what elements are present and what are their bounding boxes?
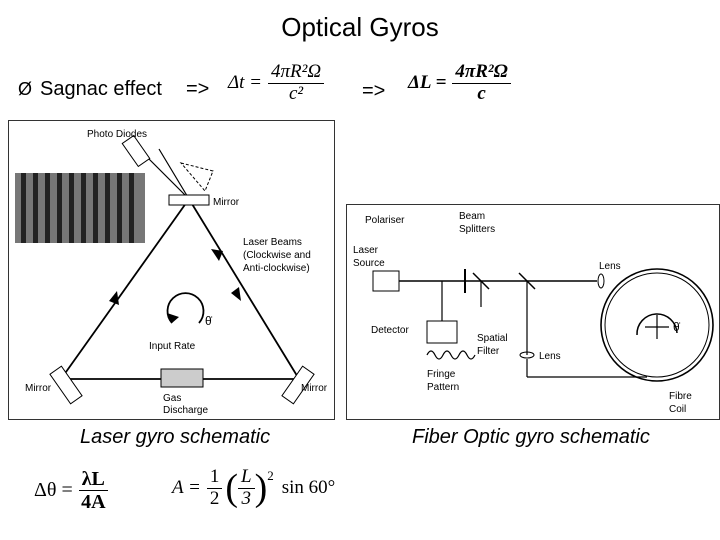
rotation-arrow <box>166 292 205 324</box>
delta-theta-denominator: 4A <box>81 491 106 513</box>
laser-label: Laser <box>353 245 379 256</box>
gas-label: Gas <box>163 393 181 404</box>
filter-label: Filter <box>477 346 500 357</box>
fibre-label: Fibre <box>669 391 692 402</box>
area-half-fraction: 1 2 <box>206 466 223 510</box>
laser-gyro-caption: Laser gyro schematic <box>80 426 271 448</box>
detector-label: Detector <box>371 325 409 336</box>
fringe-stripes <box>21 173 134 243</box>
sagnac-label: Sagnac effect <box>40 78 162 100</box>
right-mirror-label: Mirror <box>301 383 328 394</box>
laser-beams-label-2: (Clockwise and <box>243 250 311 261</box>
input-rate-label: Input Rate <box>149 341 196 352</box>
delta-t-fraction: 4πR²Ω c² <box>268 61 325 105</box>
laser-gyro-svg: Photo Diodes Mirror Laser Beams (Clockwi… <box>15 129 328 416</box>
area-paren-fraction: L 3 <box>238 466 255 510</box>
area-lhs: A = <box>172 477 201 498</box>
delta-t-lhs: Δt = <box>228 72 263 94</box>
coil-theta-dot-label: θ̇ <box>673 320 681 334</box>
delta-l-fraction: 4πR²Ω c <box>452 61 511 105</box>
implies-symbol-2: => <box>362 80 386 102</box>
laser-gyro-diagram: Photo Diodes Mirror Laser Beams (Clockwi… <box>8 120 335 420</box>
pattern-label: Pattern <box>427 382 459 393</box>
area-tail: sin 60° <box>281 477 336 498</box>
implies-symbol-1: => <box>185 78 210 100</box>
fringe-wave <box>426 350 476 360</box>
photo-diodes-label: Photo Diodes <box>87 129 147 140</box>
left-mirror <box>49 365 83 405</box>
delta-l-equation: ΔL = 4πR²Ω c <box>408 61 511 105</box>
fiber-gyro-svg: Polariser Beam Splitters Laser Source Le… <box>353 211 714 415</box>
lens-bottom-label: Lens <box>539 351 561 362</box>
delta-l-denominator: c <box>477 82 486 104</box>
fringe-label: Fringe <box>427 369 456 380</box>
sagnac-bullet: Ø Sagnac effect => <box>18 78 209 101</box>
delta-t-numerator: 4πR²Ω <box>268 61 325 84</box>
splitters-label: Splitters <box>459 224 495 235</box>
laser-source-box <box>372 270 400 292</box>
top-mirror <box>168 194 210 206</box>
left-mirror-label: Mirror <box>25 383 52 394</box>
gas-discharge-tube <box>160 368 204 388</box>
delta-t-equation: Δt = 4πR²Ω c² <box>228 61 325 105</box>
area-exponent: 2 <box>267 468 274 483</box>
top-mirror-label: Mirror <box>213 197 240 208</box>
delta-theta-fraction: λL 4A <box>78 468 108 513</box>
photo-diode <box>121 134 151 168</box>
slide-title: Optical Gyros <box>281 12 439 42</box>
laser-beams-label-1: Laser Beams <box>243 237 302 248</box>
beam-label: Beam <box>459 211 485 222</box>
area-paren-den: 3 <box>241 487 252 509</box>
bullet-arrow-icon: Ø <box>18 79 33 99</box>
spatial-label: Spatial <box>477 333 508 344</box>
area-equation: A = 1 2 ( L 3 ) 2 sin 60° <box>172 466 335 510</box>
source-label: Source <box>353 258 385 269</box>
fibre-coil <box>600 268 714 382</box>
discharge-label: Discharge <box>163 405 208 416</box>
beam-to-diodes-2 <box>158 148 190 200</box>
detector-box <box>426 320 458 344</box>
area-half-den: 2 <box>209 487 220 509</box>
laser-beams-label-3: Anti-clockwise) <box>243 263 310 274</box>
area-half-num: 1 <box>206 466 223 489</box>
coil-label: Coil <box>669 404 686 415</box>
delta-theta-numerator: λL <box>78 468 108 491</box>
fiber-gyro-diagram: Polariser Beam Splitters Laser Source Le… <box>346 204 720 420</box>
delta-theta-lhs: Δθ = <box>34 479 73 501</box>
right-mirror <box>281 365 315 405</box>
area-paren-num: L <box>238 466 255 489</box>
lens-bottom <box>519 351 535 359</box>
delta-l-lhs: ΔL = <box>408 72 447 94</box>
area-open-paren: ( <box>225 467 238 509</box>
theta-dot-label: θ̇ <box>205 314 213 328</box>
lens-top-label: Lens <box>599 261 621 272</box>
prism <box>179 162 214 192</box>
fiber-gyro-caption: Fiber Optic gyro schematic <box>412 426 650 448</box>
delta-t-denominator: c² <box>288 82 304 104</box>
area-close-paren: ) <box>254 467 268 509</box>
polariser-label: Polariser <box>365 215 405 226</box>
delta-theta-equation: Δθ = λL 4A <box>34 468 108 513</box>
coil-rotation-arrow <box>636 313 678 336</box>
lens-top <box>597 273 605 289</box>
delta-l-numerator: 4πR²Ω <box>452 61 511 84</box>
